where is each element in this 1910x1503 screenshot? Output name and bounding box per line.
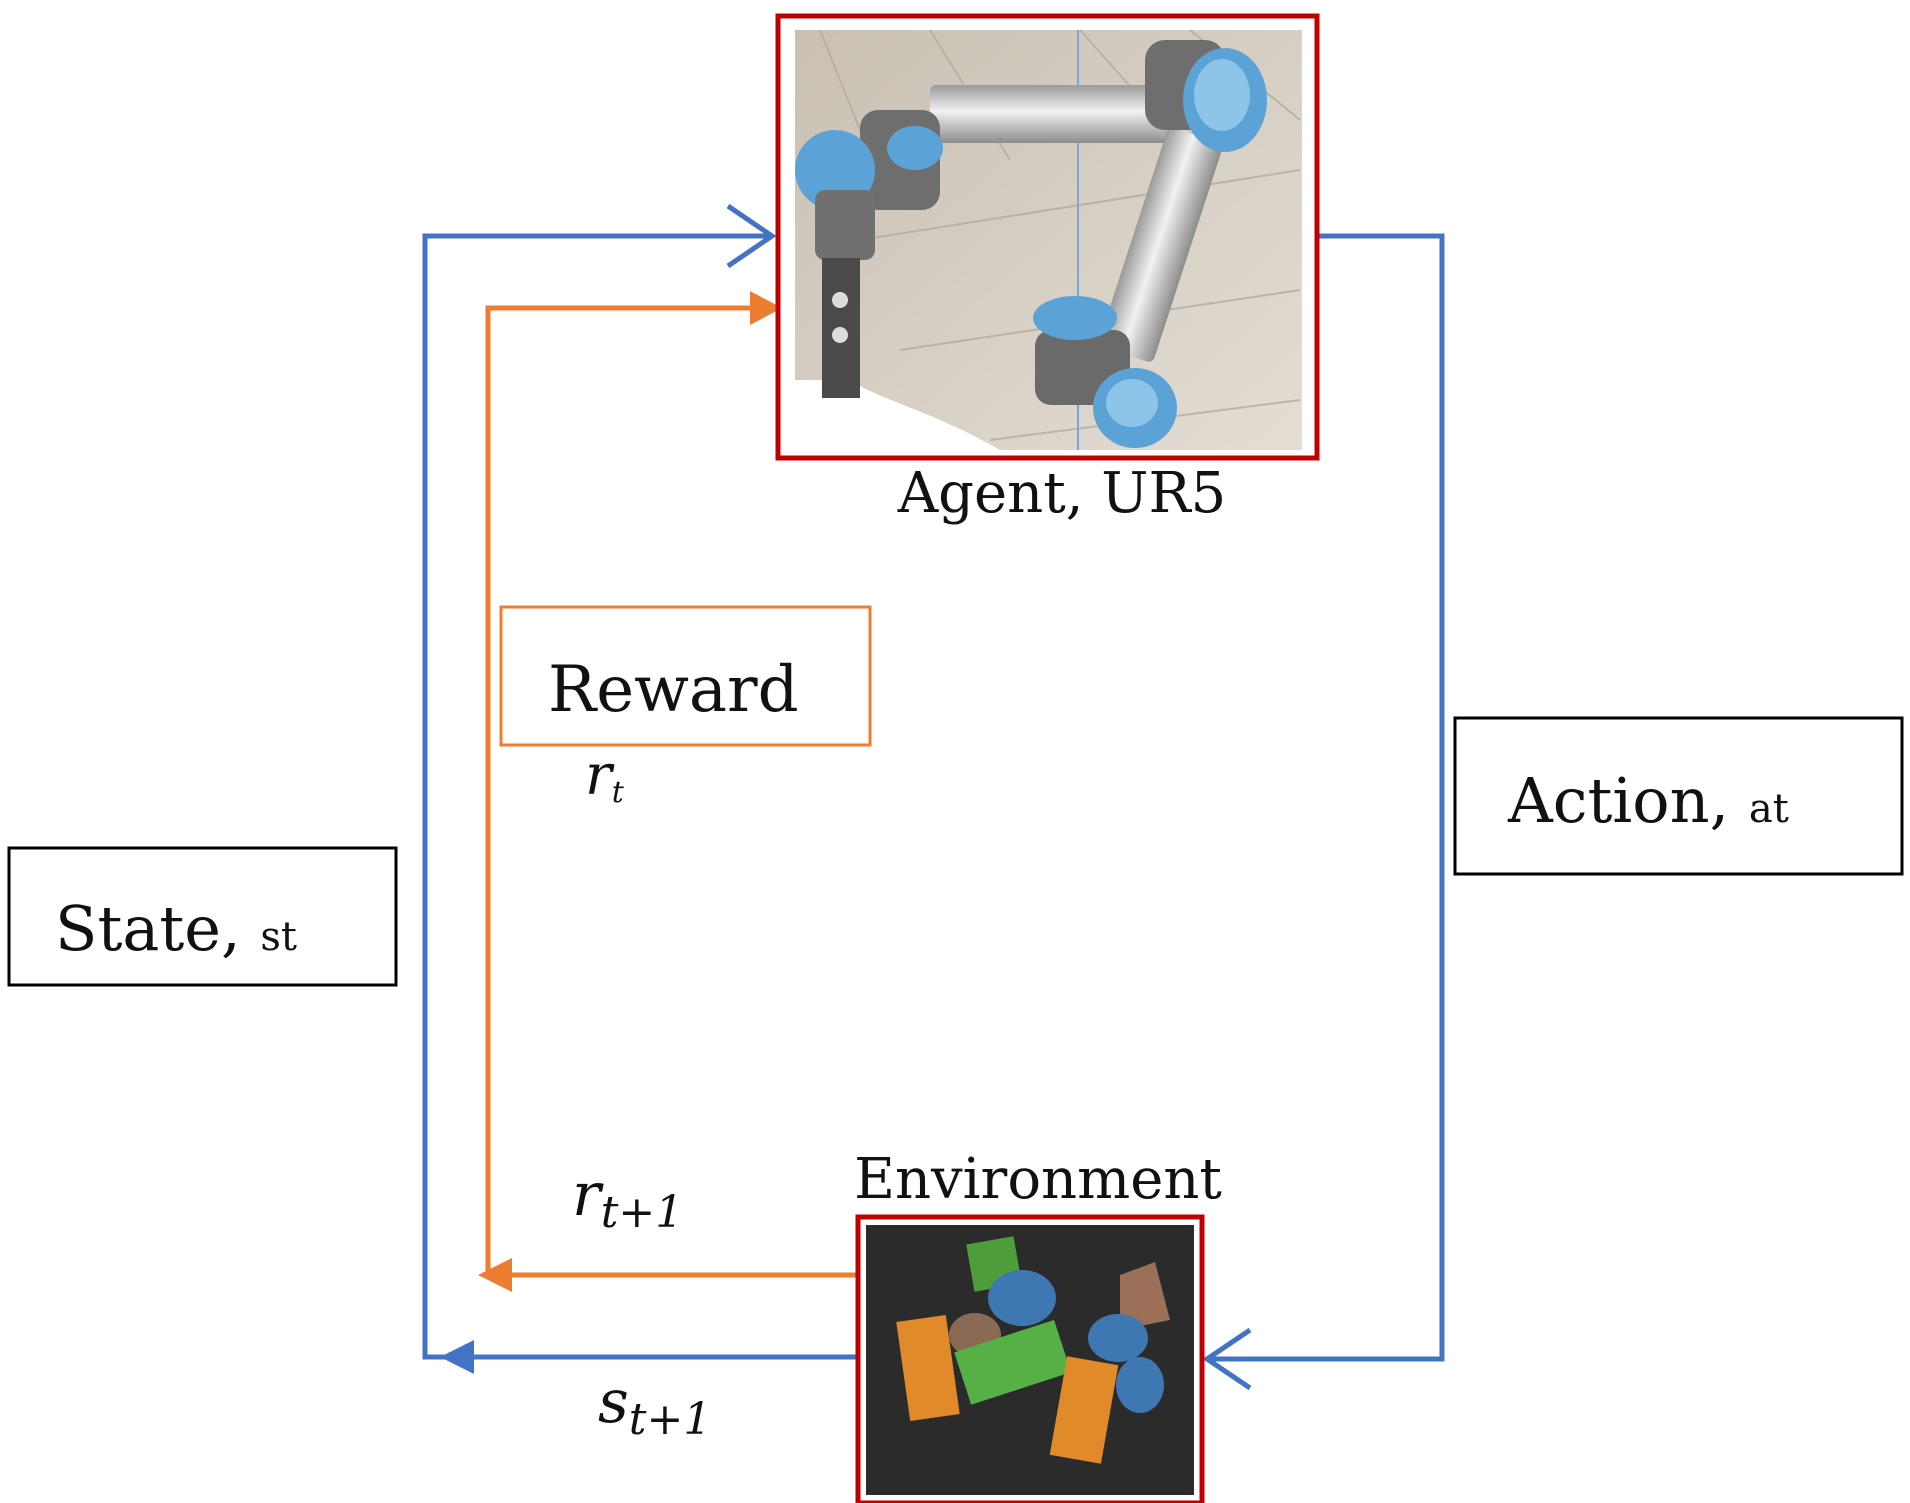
agent-label: Agent, UR5 (897, 461, 1227, 526)
action-box-subscript: at (1749, 786, 1789, 832)
reward-line (485, 305, 858, 1278)
reward-box-label: Reward (548, 653, 799, 727)
reward-t-base: r (585, 743, 615, 808)
reward-next-label: rt+1 (572, 1160, 683, 1238)
environment-image (855, 1214, 1205, 1503)
state-next-label: st+1 (598, 1367, 711, 1445)
reward-next-base: r (572, 1160, 604, 1230)
state-box-text: State, st (55, 892, 297, 965)
action-box-text: Action, at (1507, 764, 1789, 837)
state-next-base: s (598, 1367, 629, 1437)
state-action-loop (422, 233, 1445, 1362)
reward-arrowhead-icon (750, 291, 782, 325)
state-line (422, 233, 858, 1360)
action-box (1453, 716, 1904, 876)
state-next-sub: t+1 (629, 1394, 712, 1445)
reward-loop (485, 305, 858, 1278)
action-line (1210, 233, 1445, 1362)
state-box-label: State, (55, 892, 260, 965)
reward-box (499, 605, 872, 747)
state-next-arrowhead-icon (440, 1340, 474, 1374)
reward-next-sub: t+1 (601, 1187, 684, 1238)
state-box-subscript: st (260, 914, 297, 960)
reward-t-sub: t (612, 775, 625, 810)
state-box (7, 846, 398, 987)
action-box-label: Action, (1507, 764, 1749, 837)
state-arrowhead-icon (726, 203, 777, 269)
reward-t-label: rt (585, 743, 625, 810)
reward-next-arrowhead-icon (478, 1258, 512, 1292)
environment-label: Environment (854, 1147, 1222, 1212)
action-arrowhead-icon (1202, 1327, 1252, 1391)
agent-image (775, 13, 1320, 461)
